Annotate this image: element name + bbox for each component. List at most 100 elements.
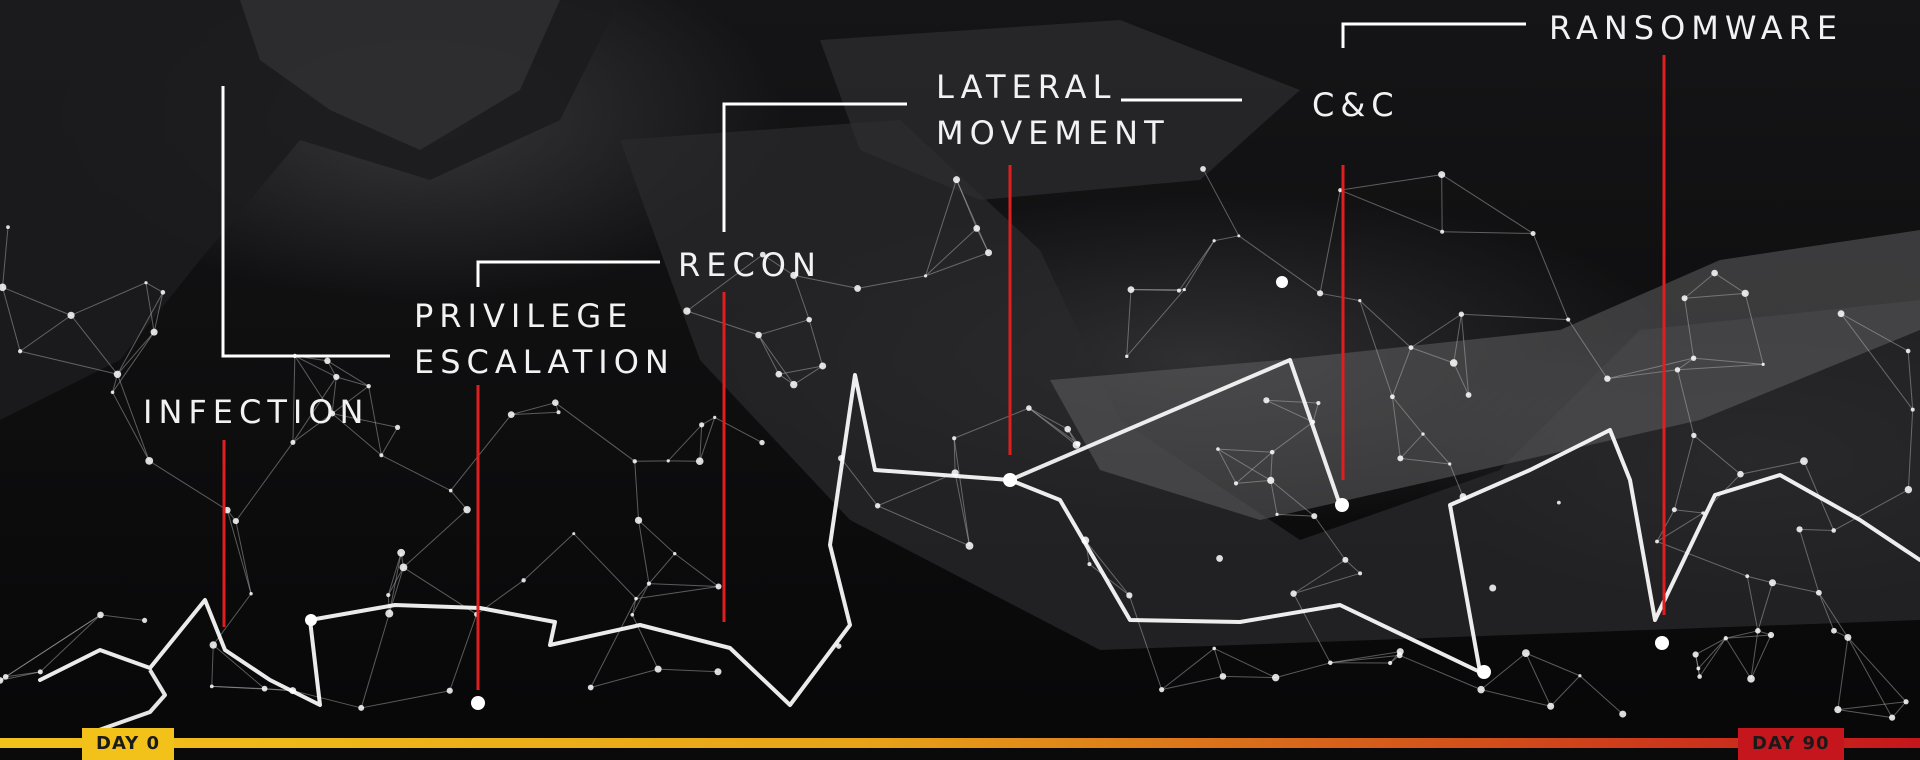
network-node: [1200, 166, 1206, 172]
network-edge: [1533, 233, 1568, 319]
network-node: [1388, 661, 1392, 665]
network-edge: [450, 614, 477, 690]
network-node: [1691, 355, 1696, 360]
network-node: [1762, 363, 1765, 366]
network-edge: [591, 669, 658, 687]
network-node: [1691, 433, 1696, 438]
lateral-movement-label: LATERAL MOVEMENT: [936, 64, 1170, 156]
network-node: [1421, 432, 1424, 435]
network-edge: [369, 386, 382, 455]
day-end-badge: DAY 90: [1738, 728, 1844, 760]
network-node: [161, 290, 166, 295]
network-node: [1220, 673, 1227, 680]
cc-bracket: [1343, 24, 1526, 48]
network-node: [1272, 674, 1279, 681]
hub-node: [305, 614, 317, 626]
network-node: [1076, 441, 1081, 446]
network-node: [1183, 288, 1186, 291]
network-node: [233, 518, 239, 524]
network-node: [875, 503, 880, 508]
network-node: [985, 249, 992, 256]
network-node: [1177, 289, 1181, 293]
network-node: [97, 612, 104, 619]
network-backbone-branch-small: [85, 670, 165, 735]
network-node: [1212, 647, 1216, 651]
network-node: [333, 374, 339, 380]
network-node: [1696, 667, 1700, 671]
network-node: [151, 329, 158, 336]
network-edge: [336, 377, 368, 386]
network-edge: [1277, 514, 1314, 516]
network-edge: [101, 615, 145, 621]
network-node: [1578, 674, 1581, 677]
ransomware-label-line1: RANSOMWARE: [1549, 5, 1843, 51]
network-node: [1237, 234, 1240, 237]
network-edge: [639, 520, 675, 553]
network-edge: [213, 645, 264, 689]
network-edge: [361, 614, 389, 708]
privilege-escalation-label-line1: PRIVILEGE: [414, 293, 675, 339]
network-edge: [1214, 236, 1239, 241]
privilege-escalation-label: PRIVILEGE ESCALATION: [414, 293, 675, 385]
ransomware-label: RANSOMWARE: [1549, 5, 1843, 51]
hub-node: [1655, 636, 1669, 650]
network-node: [1672, 507, 1677, 512]
network-edge: [1838, 637, 1848, 709]
network-node: [144, 281, 147, 284]
network-node: [572, 532, 575, 535]
network-node: [1026, 405, 1032, 411]
network-node: [1213, 239, 1216, 242]
network-node: [1682, 295, 1688, 301]
network-node: [395, 425, 400, 430]
network-edge: [361, 691, 450, 708]
network-node: [924, 274, 927, 277]
network-node: [1064, 426, 1071, 433]
network-node: [1159, 687, 1164, 692]
network-edge: [639, 520, 649, 583]
network-node: [324, 358, 330, 364]
recon-label: RECON: [678, 242, 822, 288]
network-node: [1838, 310, 1845, 317]
network-node: [1397, 652, 1403, 658]
network-edge: [149, 461, 227, 510]
network-edge: [227, 510, 251, 594]
network-edge: [1320, 293, 1360, 300]
lateral-movement-label-line2: MOVEMENT: [936, 110, 1170, 156]
network-node: [1724, 636, 1728, 640]
network-node: [854, 285, 861, 292]
network-node: [634, 597, 638, 601]
network-node: [1358, 571, 1362, 575]
network-node: [1747, 675, 1755, 683]
network-node: [1087, 562, 1091, 566]
network-node: [1311, 513, 1317, 519]
network-node: [1889, 715, 1895, 721]
network-node: [67, 312, 74, 319]
network-node: [1844, 634, 1851, 641]
network-node: [1216, 555, 1223, 562]
network-node: [1126, 592, 1132, 598]
network-edge: [675, 554, 719, 587]
network-edge: [649, 554, 675, 584]
hub-node: [1477, 665, 1491, 679]
network-node: [1342, 557, 1348, 563]
network-node: [400, 563, 408, 571]
network-node: [1409, 345, 1414, 350]
network-node: [1358, 299, 1361, 302]
network-node: [1317, 290, 1323, 296]
network-node: [18, 349, 22, 353]
network-edge: [451, 491, 467, 510]
lateral-movement-label-line1: LATERAL: [936, 64, 1170, 110]
network-edge: [236, 442, 293, 521]
network-edge: [632, 615, 658, 669]
network-node: [1755, 628, 1761, 634]
network-edge: [1726, 638, 1751, 679]
timeline-bar: [0, 738, 1920, 748]
network-edge: [635, 461, 639, 520]
network-node: [667, 459, 670, 462]
network-node: [447, 688, 453, 694]
network-node: [966, 542, 974, 550]
network-node: [1768, 632, 1774, 638]
network-edge: [381, 455, 450, 490]
network-edge: [6, 615, 101, 677]
hub-node: [1276, 276, 1288, 288]
